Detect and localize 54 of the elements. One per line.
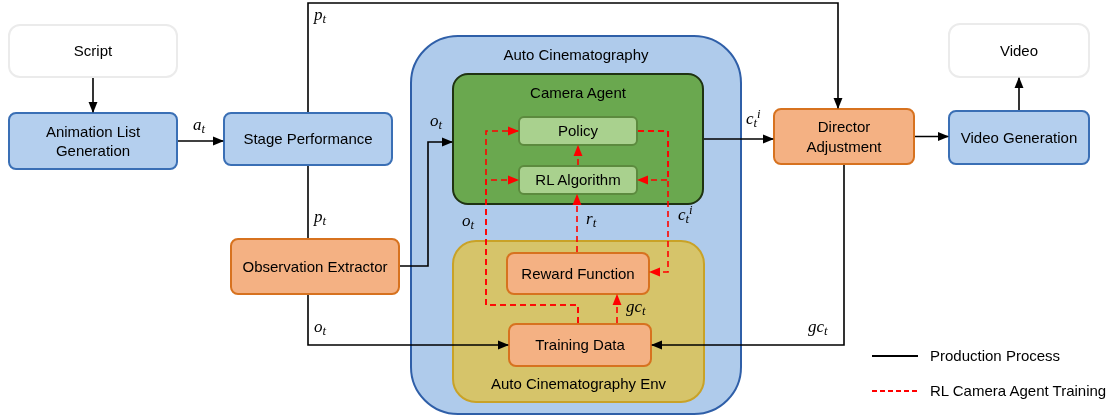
legend-label: Production Process	[930, 346, 1061, 366]
node-label: Stage Performance	[242, 129, 374, 149]
edge-label: p$_{t}$	[314, 208, 327, 225]
node-label: Animation List Generation	[44, 121, 142, 161]
node-label: Script	[72, 41, 114, 61]
arrow	[914, 132, 950, 141]
process-box	[230, 238, 400, 295]
node-label: Observation Extractor	[241, 256, 389, 277]
environment-container	[452, 240, 705, 403]
dashed-arrow	[636, 130, 669, 185]
edge-label: p$_{t}$	[314, 6, 327, 23]
dashed-arrow	[572, 193, 582, 253]
arrow	[399, 137, 454, 267]
connector-line	[307, 165, 309, 239]
node-label: RL Algorithm	[534, 170, 622, 190]
node-label: Policy	[557, 121, 599, 141]
arrow	[650, 164, 845, 350]
arrow	[88, 77, 98, 114]
dashed-arrow	[485, 175, 579, 324]
arrow	[703, 134, 775, 144]
arrow	[177, 136, 225, 146]
node-label: Reward Function	[520, 263, 636, 284]
node-label: Director Adjustment	[805, 117, 883, 156]
agent-container	[452, 73, 704, 205]
edge-label: o$_{t}$	[314, 318, 327, 335]
process-box	[223, 112, 393, 166]
node-label: Training Data	[534, 335, 626, 355]
edge-label: a$_{t}$	[193, 116, 206, 133]
process-box	[518, 116, 638, 146]
arrow	[307, 294, 510, 350]
node-label: Auto Cinematography Env	[489, 373, 668, 393]
arrow	[1014, 76, 1024, 111]
process-box	[508, 323, 652, 367]
edge-label: gc$_{t}$	[808, 318, 828, 335]
edge-label: o$_{t}$	[430, 112, 443, 129]
edge-label: gc$_{t}$	[626, 298, 646, 315]
dashed-arrow	[573, 144, 583, 166]
process-box	[948, 110, 1090, 165]
node-label: Video	[998, 40, 1040, 61]
edge-label: o$_{t}$	[462, 212, 475, 229]
legend-label: RL Camera Agent Training	[930, 380, 1107, 401]
node-label: Auto Cinematography	[502, 45, 650, 65]
edge-label: r$_{t}$	[586, 210, 597, 227]
process-box	[506, 252, 650, 295]
dashed-arrow	[612, 293, 622, 324]
input-box	[8, 24, 178, 78]
process-box	[8, 112, 178, 170]
process-box	[518, 165, 638, 195]
process-box	[773, 108, 915, 165]
group-container	[410, 35, 742, 415]
arrow	[307, 2, 843, 113]
node-label: Video Generation	[959, 127, 1079, 148]
output-box	[948, 23, 1090, 78]
node-label: Camera Agent	[529, 83, 627, 103]
